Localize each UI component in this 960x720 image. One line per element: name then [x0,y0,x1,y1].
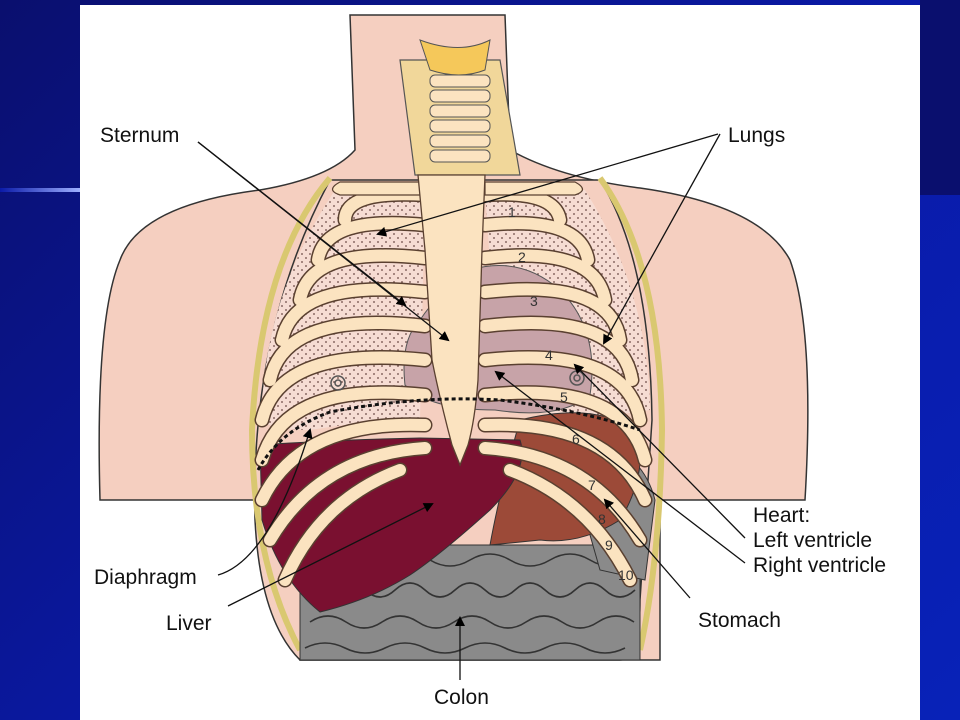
label-colon: Colon [434,686,489,709]
slide-corner-band [920,0,960,195]
right-ventricle-pointer [494,370,746,564]
rib-number-3: 3 [530,293,538,309]
trachea [429,74,491,163]
lungs-pointer-1 [376,133,719,237]
label-left-ventricle: Left ventricle [753,529,873,552]
diaphragm-pointer [217,428,313,576]
rib-number-5: 5 [560,389,568,405]
rib-number-8: 8 [598,511,606,527]
right-clavicle [331,181,426,196]
slide-accent-stripe [0,188,80,192]
rib-number-1: 1 [508,204,516,220]
rib-number-9: 9 [605,537,613,553]
anatomy-diagram: 1 2 3 4 5 6 7 8 9 10 [98,14,809,680]
stomach-pointer [603,498,691,599]
label-lungs: Lungs [728,124,786,147]
thyroid-cartilage [419,39,491,76]
rib-number-10: 10 [618,567,634,583]
diagram-panel: 1 2 3 4 5 6 7 8 9 10 Sternum Lungs Heart… [80,5,920,720]
rib-number-4: 4 [545,347,553,363]
label-liver: Liver [166,612,212,635]
left-ventricle-pointer [573,363,746,539]
label-right-ventricle: Right ventricle [753,554,887,577]
label-diaphragm: Diaphragm [94,566,197,589]
label-sternum: Sternum [100,124,180,147]
pointer-lines [197,133,746,680]
label-stomach: Stomach [698,609,781,632]
pleura-outline [248,176,666,652]
rib-number-2: 2 [518,249,526,265]
sternum-pointer-2 [197,141,407,307]
lungs-pointer-2 [603,133,721,345]
rib-number-6: 6 [572,431,580,447]
label-heart: Heart: [753,504,811,527]
rib-number-7: 7 [588,477,596,493]
liver-pointer [227,503,434,607]
sternum-bone [417,174,486,467]
